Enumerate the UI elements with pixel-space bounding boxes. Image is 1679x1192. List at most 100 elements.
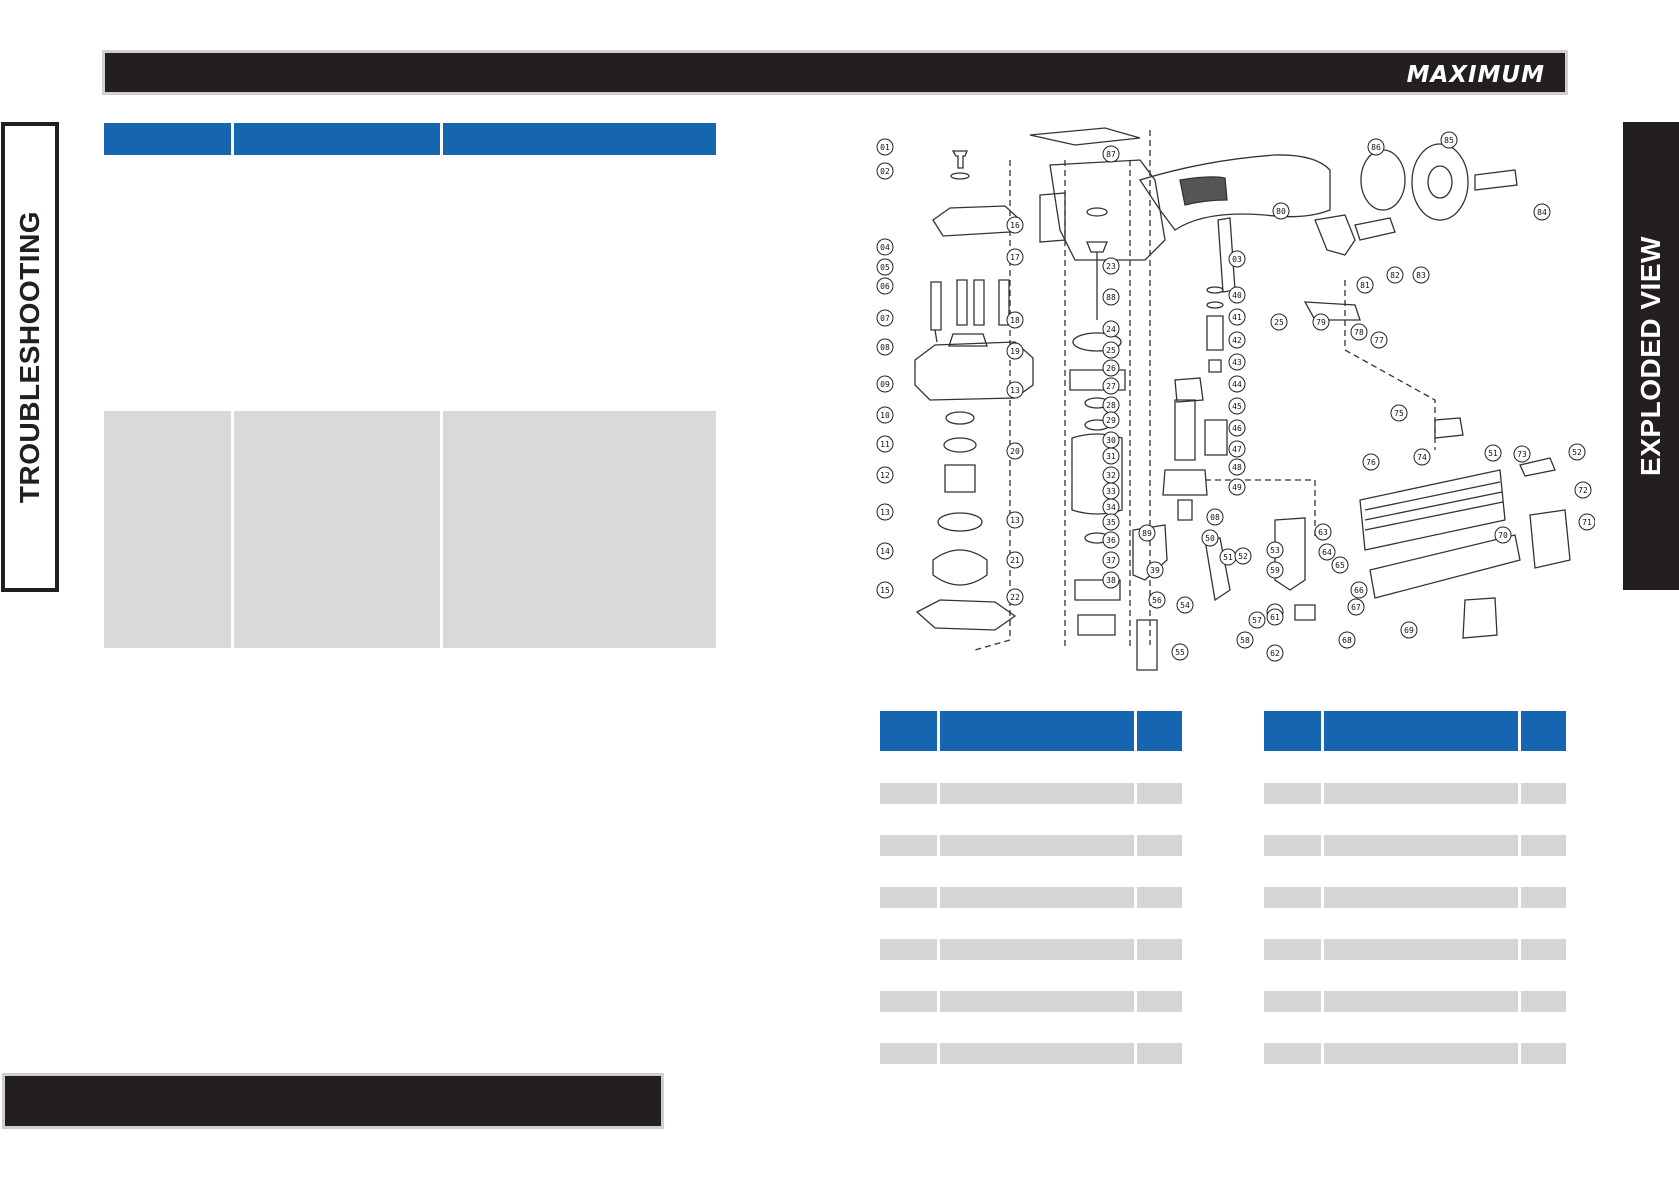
- parts-table-left-header: [880, 711, 1182, 751]
- header-cell-no: [1264, 711, 1321, 751]
- callout-label: 38: [1106, 576, 1116, 585]
- callout-label: 51: [1488, 449, 1498, 458]
- callout-label: 13: [880, 508, 890, 517]
- callout-label: 45: [1232, 402, 1242, 411]
- callout-label: 24: [1106, 325, 1116, 334]
- callout-label: 87: [1106, 150, 1116, 159]
- troubleshooting-table-header: [104, 123, 716, 155]
- callout-50: 50: [1201, 529, 1219, 547]
- callout-label: 83: [1416, 271, 1426, 280]
- callout-52: 52: [1234, 547, 1252, 565]
- callout-46: 46: [1228, 419, 1246, 437]
- callout-label: 85: [1444, 136, 1454, 145]
- callout-79: 79: [1312, 313, 1330, 331]
- callout-42: 42: [1228, 331, 1246, 349]
- callout-label: 35: [1106, 518, 1116, 527]
- callout-label: 01: [880, 143, 890, 152]
- brand-logo: MAXIMUM: [1406, 62, 1545, 88]
- table-row: [880, 1043, 1182, 1064]
- callout-33: 33: [1102, 482, 1120, 500]
- callout-09: 09: [876, 375, 894, 393]
- callout-21: 21: [1006, 551, 1024, 569]
- callout-label: 25: [1274, 318, 1284, 327]
- exploded-view-tab: EXPLODED VIEW: [1623, 122, 1679, 590]
- callout-36: 36: [1102, 531, 1120, 549]
- callout-52: 52: [1568, 443, 1586, 461]
- callout-label: 03: [1232, 255, 1242, 264]
- callout-06: 06: [876, 277, 894, 295]
- callout-label: 19: [1010, 347, 1020, 356]
- callout-label: 89: [1142, 529, 1152, 538]
- callout-13: 13: [876, 503, 894, 521]
- callout-label: 78: [1354, 328, 1364, 337]
- callout-77: 77: [1370, 331, 1388, 349]
- callout-label: 55: [1175, 648, 1185, 657]
- callout-label: 08: [1210, 513, 1220, 522]
- callout-58: 58: [1236, 631, 1254, 649]
- callout-label: 71: [1582, 518, 1592, 527]
- callout-14: 14: [876, 542, 894, 560]
- row-cell-problem: [104, 411, 231, 648]
- callout-label: 82: [1390, 271, 1400, 280]
- table-row: [880, 939, 1182, 960]
- callout-label: 53: [1270, 546, 1280, 555]
- callout-43: 43: [1228, 353, 1246, 371]
- callout-19: 19: [1006, 342, 1024, 360]
- callout-69: 69: [1400, 621, 1418, 639]
- table-row: [880, 783, 1182, 804]
- callout-25: 25: [1102, 341, 1120, 359]
- callout-label: 77: [1374, 336, 1384, 345]
- callout-27: 27: [1102, 377, 1120, 395]
- header-cell-description: [940, 711, 1134, 751]
- callout-51: 51: [1484, 444, 1502, 462]
- callout-label: 41: [1232, 313, 1242, 322]
- callout-label: 88: [1106, 293, 1116, 302]
- callout-label: 12: [880, 471, 890, 480]
- callout-17: 17: [1006, 248, 1024, 266]
- callout-label: 44: [1232, 380, 1242, 389]
- table-row: [1264, 991, 1566, 1012]
- callout-08: 08: [1206, 508, 1224, 526]
- callout-85: 85: [1440, 131, 1458, 149]
- callout-41: 41: [1228, 308, 1246, 326]
- callout-label: 66: [1354, 586, 1364, 595]
- callout-75: 75: [1390, 404, 1408, 422]
- callout-16: 16: [1006, 216, 1024, 234]
- callout-39: 39: [1146, 561, 1164, 579]
- callout-12: 12: [876, 466, 894, 484]
- callout-label: 27: [1106, 382, 1116, 391]
- callout-10: 10: [876, 406, 894, 424]
- callout-label: 50: [1205, 534, 1215, 543]
- callout-25: 25: [1270, 313, 1288, 331]
- header-cell-qty: [1521, 711, 1566, 751]
- callout-88: 88: [1102, 288, 1120, 306]
- callout-61: 61: [1266, 608, 1284, 626]
- callout-label: 69: [1404, 626, 1414, 635]
- callout-label: 51: [1223, 553, 1233, 562]
- callout-label: 52: [1238, 552, 1248, 561]
- callout-70: 70: [1494, 526, 1512, 544]
- callout-83: 83: [1412, 266, 1430, 284]
- exploded-view-title: EXPLODED VIEW: [1635, 236, 1666, 476]
- callout-67: 67: [1347, 598, 1365, 616]
- callout-11: 11: [876, 435, 894, 453]
- callout-84: 84: [1533, 203, 1551, 221]
- callout-label: 74: [1417, 453, 1427, 462]
- callout-label: 22: [1010, 593, 1020, 602]
- callout-82: 82: [1386, 266, 1404, 284]
- header-cell-qty: [1137, 711, 1182, 751]
- callout-label: 79: [1316, 318, 1326, 327]
- callout-label: 13: [1010, 516, 1020, 525]
- callout-label: 09: [880, 380, 890, 389]
- row-cell-cause: [234, 411, 440, 648]
- callout-label: 06: [880, 282, 890, 291]
- table-row: [1264, 1043, 1566, 1064]
- callout-label: 07: [880, 314, 890, 323]
- callout-label: 10: [880, 411, 890, 420]
- callout-08: 08: [876, 338, 894, 356]
- callout-label: 63: [1318, 528, 1328, 537]
- callout-20: 20: [1006, 442, 1024, 460]
- table-row: [1264, 887, 1566, 908]
- callout-label: 80: [1276, 207, 1286, 216]
- callout-80: 80: [1272, 202, 1290, 220]
